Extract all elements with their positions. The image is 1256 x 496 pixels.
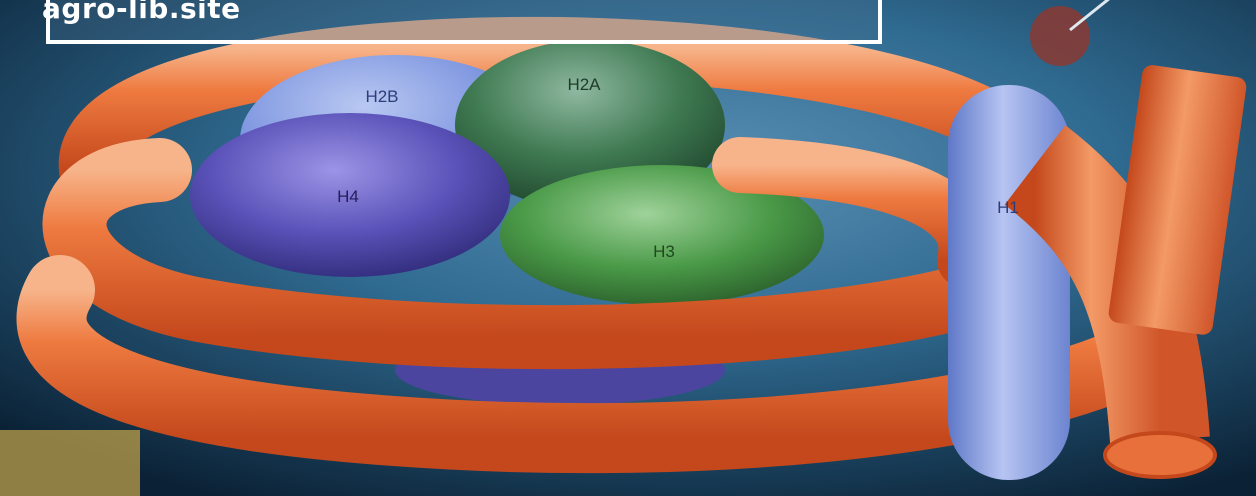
label-h2b: H2B bbox=[365, 87, 398, 106]
label-h1: H1 bbox=[997, 198, 1019, 217]
label-h4: H4 bbox=[337, 187, 359, 206]
label-h3: H3 bbox=[653, 242, 675, 261]
dna-tube-end bbox=[1105, 433, 1215, 477]
background-corner bbox=[0, 430, 140, 496]
watermark-text: agro-lib.site bbox=[42, 0, 241, 25]
background-sphere bbox=[1030, 6, 1090, 66]
label-h2a: H2A bbox=[567, 75, 601, 94]
